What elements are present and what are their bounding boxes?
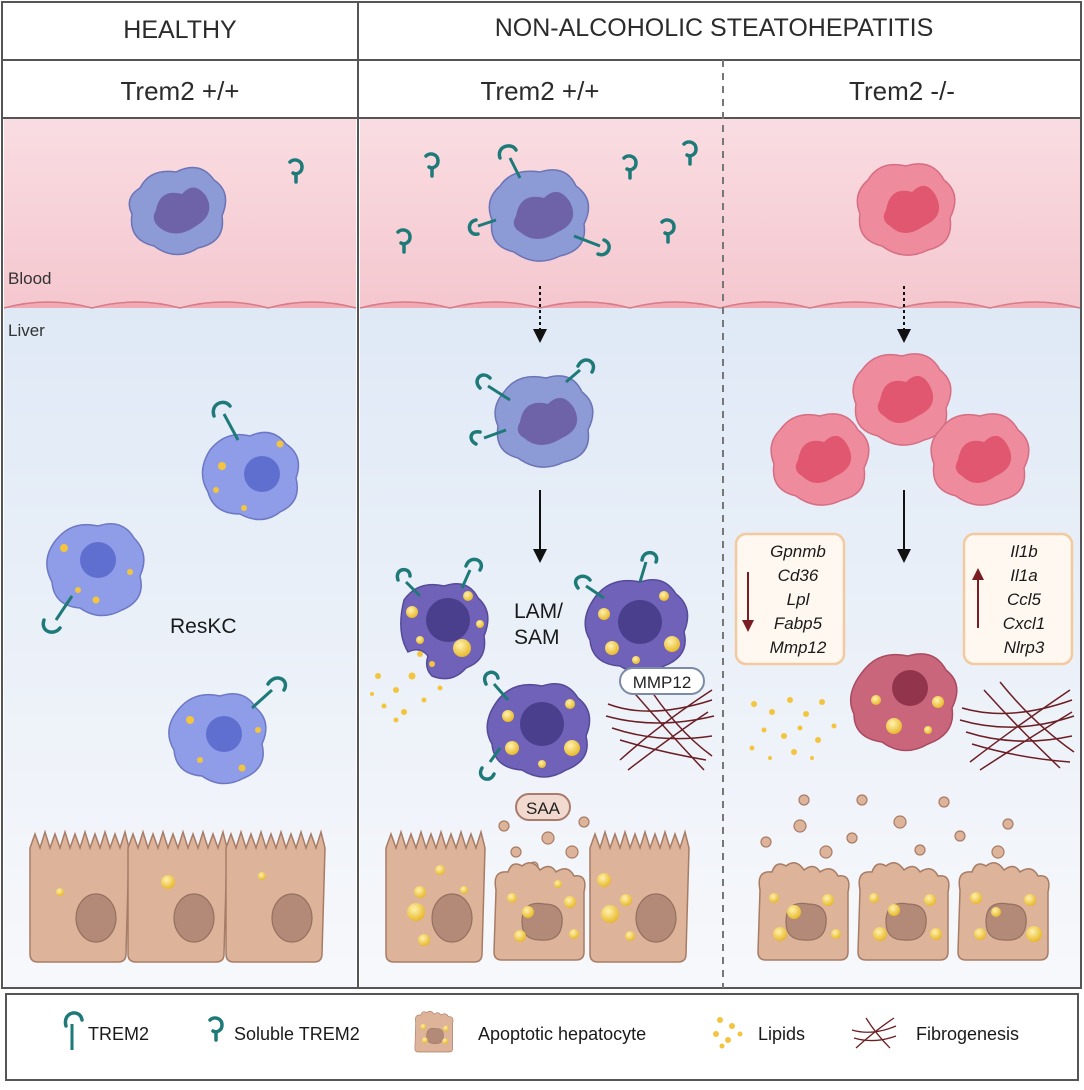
column-label-nash-ko: Trem2 -/-: [849, 76, 955, 106]
lipids-icon: [713, 1017, 743, 1049]
fibrogenesis-icon: [851, 1017, 897, 1049]
gene-down-0: Gpnmb: [770, 542, 826, 561]
macrophage-ko-3: [930, 413, 1030, 506]
apoptotic-debris-ko: [760, 794, 1014, 859]
mmp12-badge-text: MMP12: [633, 673, 692, 692]
macrophage-ko-lipid-laden: [849, 653, 958, 752]
trem2-receptor-icon: [63, 1011, 84, 1050]
macrophage-ko-2: [770, 413, 870, 506]
legend-label-lipids: Lipids: [758, 1024, 805, 1044]
fibrogenesis-ko: [959, 681, 1075, 771]
label-lam-line1: LAM/: [514, 600, 563, 623]
lipid-droplets-wt: [370, 651, 443, 723]
legend-label-apoptotic-hepatocyte: Apoptotic hepatocyte: [478, 1024, 646, 1044]
lam-cell-2: [573, 550, 689, 674]
legend-label-fibrogenesis: Fibrogenesis: [916, 1024, 1019, 1044]
macrophage-ko-1: [852, 353, 952, 446]
hepatocyte-row-nash-ko: [757, 862, 1050, 961]
gene-up-2: Ccl5: [1007, 590, 1042, 609]
gene-up-3: Cxcl1: [1003, 614, 1046, 633]
hepatocyte-row-nash-wt: [385, 831, 690, 963]
legend-label-trem2: TREM2: [88, 1024, 149, 1044]
gene-down-2: Lpl: [787, 590, 811, 609]
saa-badge: SAA: [515, 793, 571, 821]
gene-up-1: Il1a: [1010, 566, 1037, 585]
lam-cell-1: [395, 557, 489, 680]
monocyte-healthy: [128, 166, 227, 256]
legend-label-soluble-trem2: Soluble TREM2: [234, 1024, 360, 1044]
lam-cell-3: [478, 670, 591, 781]
fibrogenesis-wt: [605, 679, 715, 771]
kupffer-cell-2: [41, 523, 145, 634]
column-label-nash-wt: Trem2 +/+: [481, 76, 600, 106]
lipid-droplets-ko: [749, 697, 837, 760]
kupffer-cell-1: [201, 400, 300, 521]
zone-label-liver: Liver: [8, 321, 45, 340]
apoptotic-hepatocyte-icon: [414, 1010, 454, 1053]
zone-label-blood: Blood: [8, 269, 51, 288]
gene-down-4: Mmp12: [770, 638, 827, 657]
macrophage-infiltrating-wt: [469, 358, 596, 468]
gene-up-0: Il1b: [1010, 542, 1037, 561]
genes-down-box: Gpnmb Cd36 Lpl Fabp5 Mmp12: [734, 532, 846, 666]
genes-up-box: Il1b Il1a Ccl5 Cxcl1 Nlrp3: [962, 532, 1074, 666]
header-nash: NON-ALCOHOLIC STEATOHEPATITIS: [495, 14, 934, 42]
kupffer-cell-3: [168, 676, 288, 785]
label-reskc: ResKC: [170, 615, 237, 638]
gene-down-3: Fabp5: [774, 614, 823, 633]
gene-down-1: Cd36: [778, 566, 819, 585]
gene-up-4: Nlrp3: [1004, 638, 1045, 657]
monocyte-nash-wt: [467, 144, 611, 262]
hepatocyte-row-healthy: [29, 831, 326, 963]
mmp12-badge: MMP12: [619, 667, 705, 695]
saa-badge-text: SAA: [526, 799, 561, 818]
column-label-healthy: Trem2 +/+: [121, 76, 240, 106]
legend: TREM2 Soluble TREM2 Apoptotic hepatocyte…: [5, 993, 1079, 1081]
header-healthy: HEALTHY: [123, 16, 237, 44]
label-lam-line2: SAM: [514, 626, 560, 649]
monocyte-nash-ko: [856, 163, 956, 256]
endothelium-layer: [3, 301, 1081, 309]
